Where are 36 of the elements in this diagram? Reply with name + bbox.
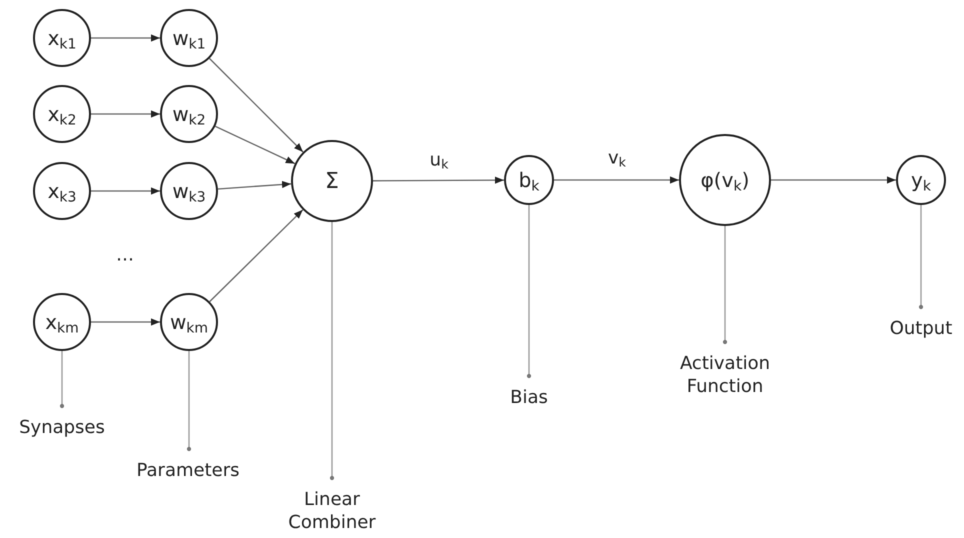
leader-line <box>330 222 334 480</box>
neuron-circle: w$_{k2}$ <box>160 85 218 143</box>
leader-line <box>186 351 192 452</box>
caption-text: Parameters <box>123 459 253 482</box>
arrow <box>91 187 160 195</box>
arrow <box>209 209 304 302</box>
neuron-circle: w$_{k3}$ <box>160 162 218 220</box>
leader-line <box>526 205 532 378</box>
neuron-circle: φ(v$_{k}$) <box>679 134 771 226</box>
neuron-circle: w$_{k1}$ <box>160 9 218 67</box>
caption-text: Activation Function <box>660 352 790 398</box>
neuron-circle: b$_{k}$ <box>504 155 554 205</box>
leader-line <box>60 351 64 408</box>
neuron-circle: w$_{km}$ <box>160 293 218 351</box>
caption-text: Output <box>881 317 961 340</box>
neuron-circle: y$_{k}$ <box>896 155 946 205</box>
neuron-circle: x$_{k1}$ <box>33 9 91 67</box>
arrow <box>771 176 896 184</box>
arrow <box>373 176 504 184</box>
caption-text: Synapses <box>2 416 122 439</box>
neuron-circle: x$_{k3}$ <box>33 162 91 220</box>
arrow <box>554 176 679 184</box>
ellipsis-text: … <box>116 244 134 266</box>
neuron-circle: Σ <box>291 140 373 222</box>
arrow <box>209 58 304 152</box>
leader-line <box>722 226 728 344</box>
neuron-circle: x$_{km}$ <box>33 293 91 351</box>
neuron-circle: x$_{k2}$ <box>33 85 91 143</box>
arrow <box>91 34 160 42</box>
arrow <box>218 180 292 190</box>
arrow <box>214 126 296 164</box>
caption-text: Linear Combiner <box>272 488 392 534</box>
arrow <box>91 110 160 118</box>
caption-text: Bias <box>489 386 569 409</box>
leader-line <box>918 205 924 310</box>
arrow <box>91 318 160 326</box>
